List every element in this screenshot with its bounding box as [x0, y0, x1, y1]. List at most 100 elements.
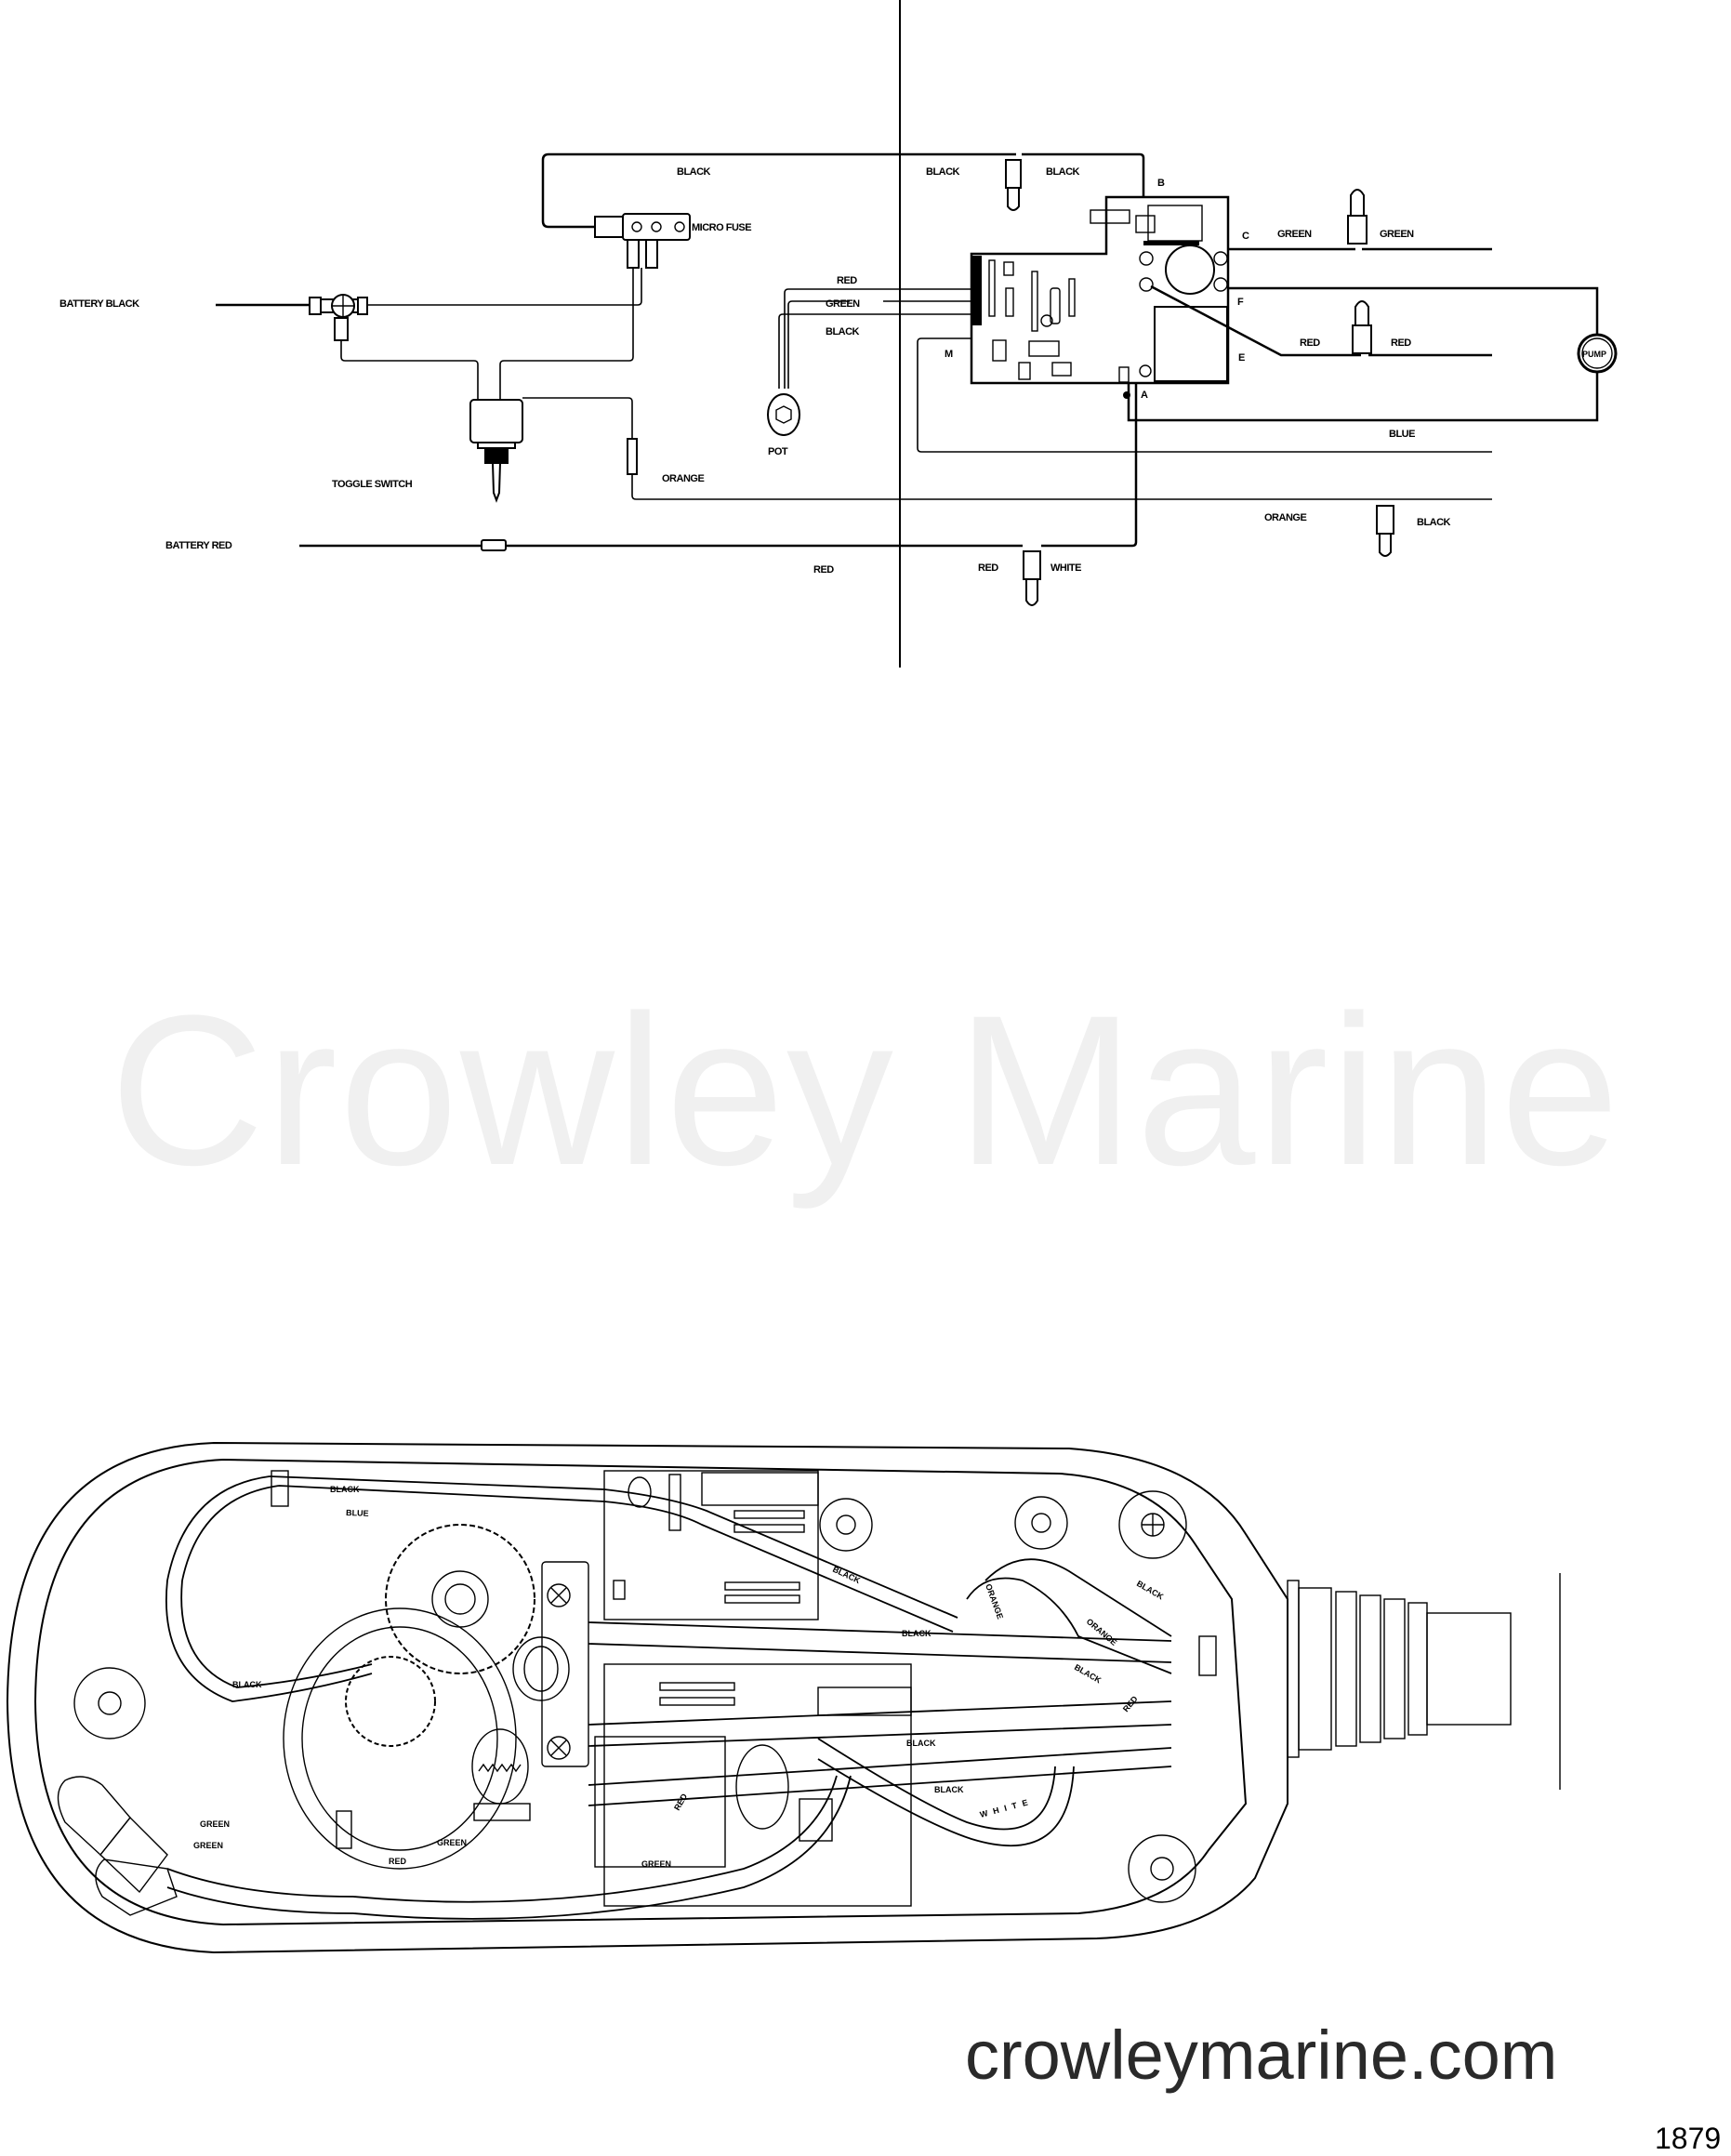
- bullet-connector-red-icon: [1352, 300, 1372, 354]
- label-pot-black: BLACK: [826, 326, 860, 337]
- label-orange-right: ORANGE: [1264, 512, 1306, 523]
- housing-inner: [33, 1458, 1248, 1926]
- terminal-f: F: [1237, 297, 1244, 308]
- label-red-connector: RED: [978, 562, 998, 574]
- mounting-boss-top-3: [1118, 1490, 1187, 1559]
- wire-blue: [1127, 372, 1599, 422]
- wire-pot-green: [787, 300, 971, 389]
- bracket: [512, 1561, 589, 1767]
- cable-tie-right: [1198, 1635, 1217, 1676]
- harness-bottom: [166, 1775, 852, 1920]
- circuit-board-lower: [594, 1663, 912, 1907]
- wire-pot-black: [778, 313, 971, 389]
- strain-relief-boot: [1287, 1573, 1561, 1790]
- assembly-label-green-2: GREEN: [193, 1841, 223, 1850]
- assembly-label-black-7: BLACK: [1135, 1579, 1166, 1602]
- cable-tie-top: [271, 1470, 289, 1507]
- wire-fuse-to-switch: [499, 268, 634, 400]
- harness-upper: [165, 1475, 958, 1702]
- label-pot-green: GREEN: [826, 298, 860, 310]
- potentiometer-icon: [767, 393, 800, 436]
- assembly-label-red-2: RED: [672, 1792, 689, 1812]
- assembly-label-white: WHITE: [979, 1796, 1035, 1819]
- micro-fuse-icon: [594, 213, 691, 269]
- cable-tie-bottom: [336, 1810, 352, 1849]
- terminal-a: A: [1141, 390, 1148, 401]
- label-white-connector: WHITE: [1050, 562, 1081, 574]
- bullet-connector-orange-black-icon: [1376, 505, 1394, 557]
- assembly-label-blue: BLUE: [346, 1508, 369, 1518]
- assembly-label-black-3: BLACK: [831, 1565, 862, 1586]
- label-black-right: BLACK: [1417, 517, 1451, 528]
- figure-number: 1879: [1655, 2122, 1722, 2155]
- bullet-connector-black-top-icon: [1005, 159, 1022, 211]
- circuit-board-upper: [603, 1470, 819, 1620]
- harness-middle-2: [588, 1700, 1172, 1747]
- adjust-screw-icon: [471, 1728, 531, 1821]
- assembly-label-black-8: BLACK: [1073, 1662, 1103, 1686]
- wire-junction-to-switch: [340, 340, 479, 400]
- label-orange-switch: ORANGE: [662, 473, 704, 484]
- assembly-label-orange-2: ORANGE: [1085, 1617, 1119, 1647]
- terminal-c: C: [1242, 231, 1249, 242]
- assembly-label-black-2: BLACK: [232, 1680, 262, 1689]
- junction-connector-icon: [309, 294, 368, 341]
- label-battery-black: BATTERY BLACK: [59, 298, 139, 310]
- assembly-label-green-3: GREEN: [437, 1838, 467, 1847]
- mounting-boss-top-2: [1014, 1496, 1068, 1550]
- wire-junction-to-fuse: [367, 268, 642, 306]
- label-black-top-left: BLACK: [677, 166, 711, 178]
- assembly-label-black-1: BLACK: [330, 1485, 360, 1494]
- wiring-schematic: MICRO FUSE BLACK BATTERY BLACK TOGGLE SW…: [59, 0, 1618, 668]
- label-red-right: RED: [1391, 337, 1411, 349]
- bullet-connector-assembly-2-icon: [95, 1858, 178, 1916]
- bullet-connector-red-white-icon: [1023, 550, 1041, 606]
- assembly-label-red-1: RED: [389, 1857, 407, 1866]
- wire-black-top: [541, 152, 1016, 229]
- website-text: crowleymarine.com: [965, 2017, 1558, 2094]
- assembly-label-black-4: BLACK: [902, 1629, 932, 1638]
- label-blue: BLUE: [1389, 429, 1415, 440]
- wire-black-to-b: [1022, 152, 1145, 244]
- label-battery-red: BATTERY RED: [165, 540, 232, 551]
- assembly-label-red-3: RED: [1121, 1694, 1140, 1713]
- wire-m: [917, 337, 1492, 453]
- label-green-right: GREEN: [1380, 229, 1414, 240]
- mounting-boss-left: [73, 1667, 146, 1739]
- label-pot-red: RED: [837, 275, 857, 286]
- watermark-text: Crowley Marine: [110, 971, 1621, 1210]
- inline-fuse-icon: [627, 438, 638, 475]
- label-pot: POT: [768, 446, 788, 457]
- inline-fuse-red-icon: [481, 539, 507, 551]
- assembly-label-black-5: BLACK: [906, 1739, 936, 1748]
- assembly-label-green-1: GREEN: [200, 1819, 230, 1829]
- harness-lower-1: [588, 1747, 1172, 1806]
- motor-coil: [283, 1607, 517, 1870]
- label-green-left: GREEN: [1277, 229, 1312, 240]
- mounting-boss-bottom: [1128, 1834, 1196, 1903]
- label-red-bottom: RED: [813, 564, 834, 575]
- harness-loop-right: [966, 1558, 1172, 1674]
- assembly-label-black-6: BLACK: [934, 1785, 964, 1794]
- terminal-b: B: [1157, 178, 1165, 189]
- assembly-label-green-4: GREEN: [641, 1859, 671, 1869]
- terminal-m: M: [945, 349, 953, 360]
- label-red-left: RED: [1300, 337, 1320, 349]
- assembly-label-orange-1: ORANGE: [984, 1582, 1005, 1620]
- toggle-switch-icon: [469, 399, 523, 503]
- wire-f-to-pump: [1228, 286, 1599, 337]
- bullet-connector-assembly-1-icon: [57, 1776, 168, 1894]
- gear-small-icon: [345, 1656, 436, 1747]
- wire-pot-red: [784, 288, 971, 389]
- mounting-boss-top-1: [819, 1498, 873, 1552]
- wire-red-e: [1150, 284, 1492, 357]
- wire-white: [1041, 321, 1138, 548]
- label-pump: PUMP: [1582, 350, 1606, 359]
- gear-large-icon: [385, 1524, 535, 1674]
- terminal-e: E: [1238, 352, 1245, 364]
- control-board: [970, 195, 1230, 385]
- label-black-top-right: BLACK: [1046, 166, 1080, 178]
- harness-middle-1: [588, 1621, 1172, 1663]
- motor-coil-inner: [301, 1626, 498, 1851]
- label-toggle-switch: TOGGLE SWITCH: [332, 479, 413, 490]
